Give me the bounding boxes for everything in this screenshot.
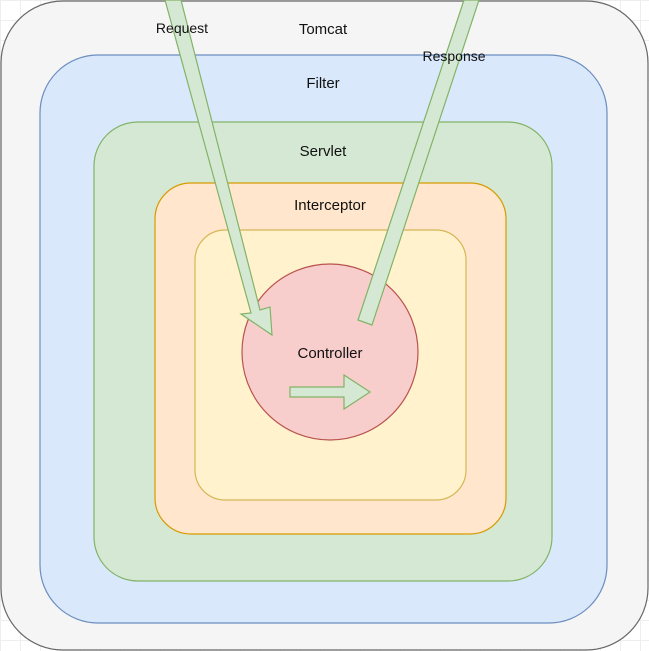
- response-arrow-shape: [357, 0, 480, 326]
- controller-arrow-shape: [289, 373, 372, 411]
- request-label: Request: [156, 20, 208, 36]
- response-label: Response: [422, 48, 485, 64]
- servlet-label: Servlet: [300, 143, 348, 160]
- filter-label: Filter: [306, 75, 339, 92]
- tomcat-label: Tomcat: [299, 21, 348, 38]
- controller-label: Controller: [297, 345, 362, 362]
- request-arrow-shape: [164, 0, 273, 337]
- interceptor-label: Interceptor: [294, 197, 366, 214]
